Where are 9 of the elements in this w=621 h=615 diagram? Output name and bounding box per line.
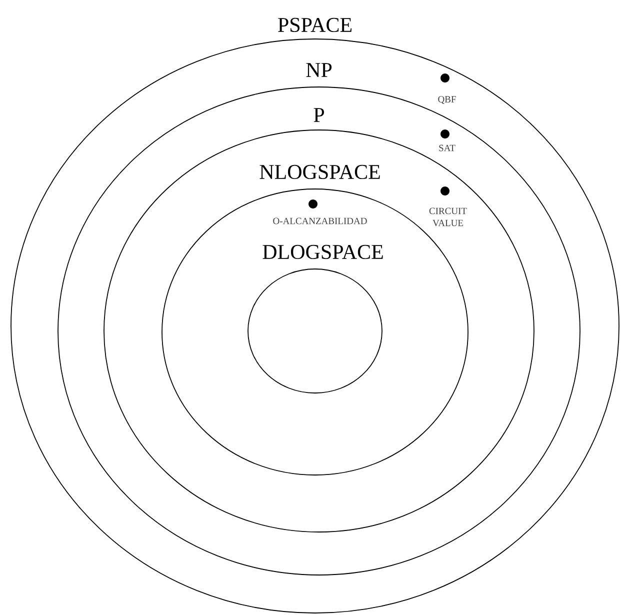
- point-label: CIRCUIT VALUE: [429, 208, 467, 226]
- point-label: SAT: [439, 144, 456, 152]
- node-label: NP: [306, 63, 332, 77]
- point-label: O-ALCANZABILIDAD: [273, 218, 367, 224]
- node-label: P: [314, 108, 324, 122]
- node-label: PSPACE: [278, 18, 352, 32]
- node-label: NLOGSPACE: [260, 164, 380, 180]
- point-label: QBF: [438, 96, 456, 104]
- node-label: DLOGSPACE: [262, 244, 383, 260]
